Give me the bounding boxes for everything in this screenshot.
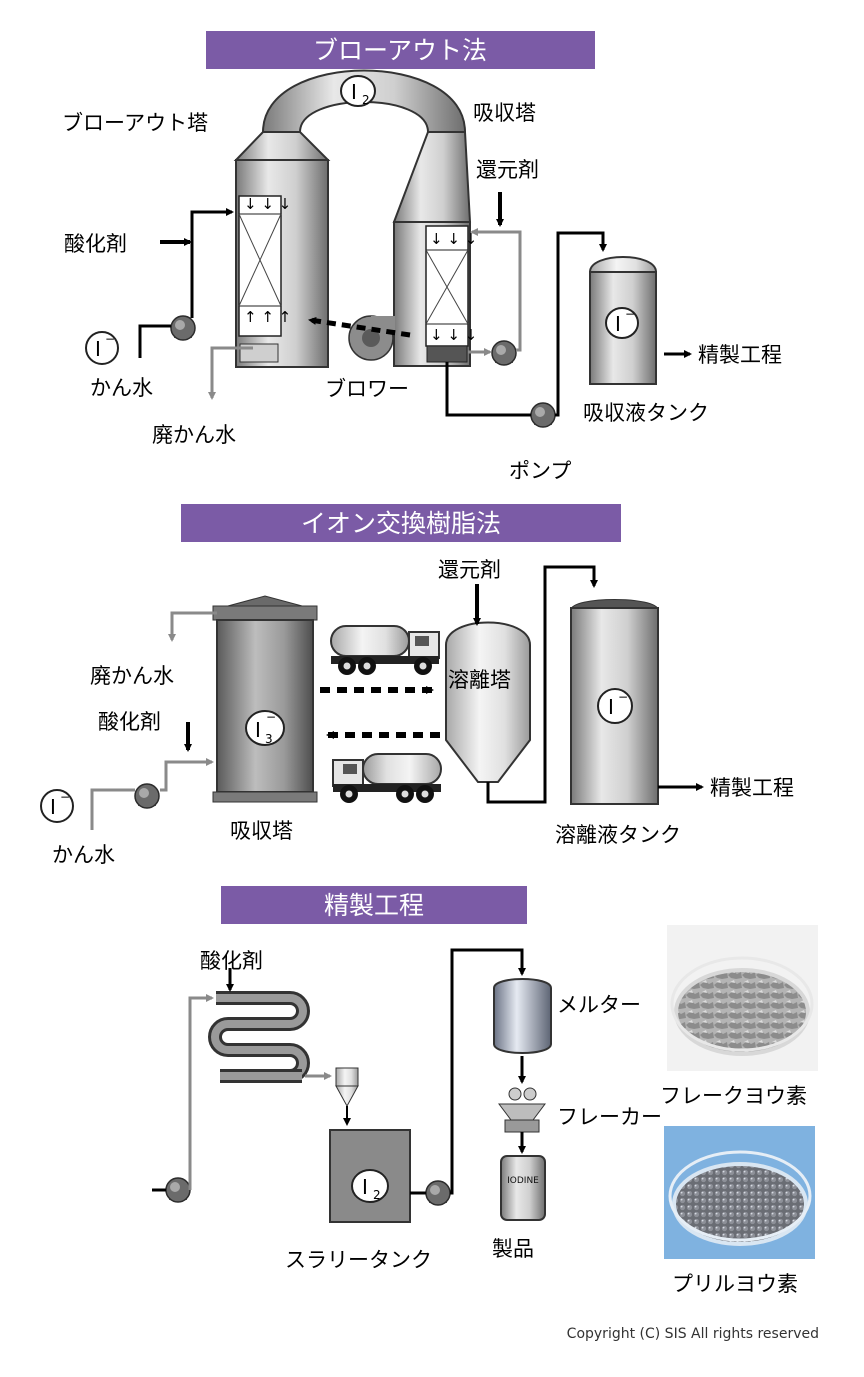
svg-text:↓ ↓ ↓: ↓ ↓ ↓ [430, 326, 477, 344]
section-header-ion-exchange [181, 504, 621, 542]
svg-text:−: − [625, 307, 635, 321]
label-elution-tower: 溶離塔 [448, 668, 511, 692]
absorbent-tank: I − [588, 256, 658, 385]
svg-text:2: 2 [373, 1188, 381, 1202]
slurry-pump [425, 1180, 451, 1206]
label-refining-1: 精製工程 [698, 343, 782, 367]
label-slurry-tank: スラリータンク [285, 1248, 432, 1272]
label-absorption-tower-2: 吸収塔 [230, 819, 293, 843]
section-refining: 精製工程 I 2 [152, 886, 818, 1296]
svg-text:−: − [60, 790, 70, 804]
svg-text:I: I [608, 695, 614, 719]
resin-absorption-tower: I 3 − [212, 595, 318, 803]
copyright-notice: Copyright (C) SIS All rights reserved [567, 1326, 819, 1342]
label-blowout-tower: ブローアウト塔 [62, 111, 208, 135]
svg-text:−: − [266, 710, 276, 724]
absorption-tower-1: ↓ ↓ ↓ ↓ ↓ ↓ [392, 131, 477, 367]
oxidation-reactor-coil [208, 991, 310, 1083]
label-prill-iodine: プリルヨウ素 [672, 1272, 798, 1296]
label-reducing-agent-1: 還元剤 [476, 158, 539, 182]
chem-iodide-badge-brine-1: I − [85, 331, 119, 365]
tanker-truck-lower [332, 753, 442, 804]
recirculation-line [470, 228, 522, 352]
label-waste-brine-2: 廃かん水 [90, 664, 174, 688]
waste-brine-line [208, 346, 253, 400]
label-melter: メルター [557, 993, 641, 1017]
label-eluate-tank: 溶離液タンク [555, 823, 681, 847]
section-title-refining: 精製工程 [324, 891, 424, 920]
waste-brine-line-2 [168, 611, 217, 642]
section-title-ion-exchange: イオン交換樹脂法 [301, 509, 501, 538]
svg-text:↑ ↑ ↑: ↑ ↑ ↑ [244, 308, 291, 326]
label-flaker: フレーカー [557, 1105, 662, 1129]
feed-line-3 [188, 994, 214, 1190]
svg-text:2: 2 [362, 93, 370, 107]
flake-iodine-photo [667, 925, 818, 1071]
slurry-tank: I 2 [329, 1129, 411, 1223]
label-waste-brine-1: 廃かん水 [152, 423, 236, 447]
brine-feed-line [138, 324, 171, 358]
blowout-tower: ↓ ↓ ↓ ↑ ↑ ↑ [233, 131, 331, 368]
flaker [498, 1087, 546, 1154]
label-reducing-agent-2: 還元剤 [438, 558, 501, 582]
svg-text:IODINE: IODINE [507, 1176, 539, 1186]
svg-text:↓ ↓ ↓: ↓ ↓ ↓ [430, 230, 477, 248]
svg-text:I: I [362, 1175, 368, 1199]
label-brine-2: かん水 [52, 843, 115, 867]
transfer-pump-1 [530, 402, 556, 428]
absorbent-to-pump-line [445, 362, 531, 417]
brine-pump-2 [134, 783, 160, 809]
elution-tower [445, 621, 531, 783]
eluate-tank: I − [570, 599, 659, 805]
section-title-blowout: ブローアウト法 [313, 36, 487, 65]
svg-text:↓ ↓ ↓: ↓ ↓ ↓ [244, 195, 291, 213]
section-ion-exchange: イオン交換樹脂法 I 3 − I − [40, 504, 794, 867]
oxidized-brine-line [190, 208, 234, 318]
brine-feed-line-2 [90, 788, 135, 830]
gas-flow-arrow [308, 316, 411, 338]
feed-pump-3 [165, 1177, 191, 1203]
svg-text:−: − [105, 332, 115, 346]
pump-to-tank-line [555, 231, 607, 417]
label-oxidizer-3: 酸化剤 [200, 949, 263, 973]
label-refining-2: 精製工程 [710, 776, 794, 800]
label-pump: ポンプ [509, 459, 571, 483]
prill-iodine-photo [664, 1126, 815, 1259]
svg-text:I: I [50, 795, 56, 819]
brine-pump-1 [170, 315, 196, 341]
svg-text:I: I [95, 337, 101, 361]
label-brine-1: かん水 [90, 376, 153, 400]
label-blower: ブロワー [325, 377, 409, 401]
svg-text:3: 3 [265, 732, 273, 746]
blower [348, 315, 395, 361]
section-header-refining [221, 886, 527, 924]
section-header-blowout [206, 31, 595, 69]
label-flake-iodine: フレークヨウ素 [660, 1084, 807, 1108]
melter [493, 978, 552, 1084]
chem-iodide-badge-brine-2: I − [40, 789, 74, 823]
tanker-truck-upper [330, 625, 440, 676]
label-absorbent-tank: 吸収液タンク [583, 401, 709, 425]
svg-text:I: I [351, 80, 357, 104]
eluate-line [486, 565, 598, 804]
svg-text:I: I [255, 718, 261, 742]
iodine-drum: IODINE [500, 1155, 546, 1221]
brine-to-tower-line [160, 758, 214, 792]
section-blowout: ブローアウト法 I 2 ↓ ↓ ↓ ↑ ↑ ↑ [62, 31, 782, 483]
svg-text:I: I [615, 312, 621, 336]
circulation-pump-1 [491, 340, 517, 366]
label-oxidizer-1: 酸化剤 [64, 232, 127, 256]
label-absorption-tower-1: 吸収塔 [473, 101, 536, 125]
filter-funnel [335, 1067, 359, 1126]
chem-iodine-badge-arch: I 2 [340, 75, 376, 107]
slurry-to-melter-line [450, 948, 526, 1195]
label-oxidizer-2: 酸化剤 [98, 710, 161, 734]
label-product: 製品 [492, 1237, 534, 1261]
svg-text:−: − [618, 690, 628, 704]
